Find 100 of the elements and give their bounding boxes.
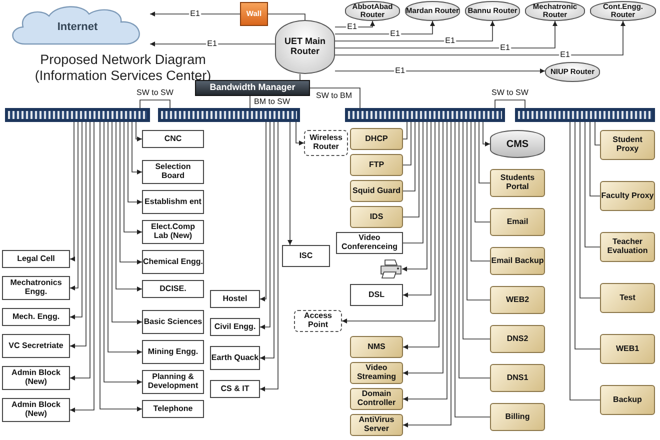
server-box: DNS1 bbox=[490, 364, 545, 392]
arrow bbox=[402, 122, 432, 298]
department-box: Mechatronics Engg. bbox=[2, 276, 70, 300]
department-box: Admin Block (New) bbox=[2, 366, 70, 390]
arrow bbox=[334, 20, 495, 42]
arrow bbox=[342, 122, 436, 324]
department-box: VC Secretriate bbox=[2, 334, 70, 358]
department-box: Telephone bbox=[142, 400, 204, 418]
edge-label: E1 bbox=[499, 44, 511, 52]
arrow bbox=[334, 20, 435, 34]
connector-line bbox=[594, 122, 600, 146]
server-box: DNS2 bbox=[490, 325, 545, 353]
bandwidth-manager-device: Bandwidth Manager bbox=[195, 80, 310, 96]
server-box: Squid Guard bbox=[350, 180, 403, 202]
arrow bbox=[402, 122, 452, 428]
network-switch bbox=[158, 108, 300, 122]
server-box: AntiVirus Server bbox=[350, 414, 403, 436]
arrow bbox=[334, 20, 626, 56]
department-box: Selection Board bbox=[142, 160, 204, 184]
printer-icon bbox=[380, 259, 402, 279]
arrow bbox=[402, 122, 444, 376]
arrow bbox=[402, 122, 440, 350]
arrow bbox=[334, 20, 558, 48]
edge-label: BM to SW bbox=[253, 98, 291, 106]
connector-line bbox=[402, 122, 424, 244]
connector-line bbox=[454, 122, 490, 418]
department-box: Mech. Engg. bbox=[2, 308, 70, 326]
connector-line bbox=[590, 122, 600, 196]
department-box: Earth Quack bbox=[210, 346, 260, 370]
server-box: WEB2 bbox=[490, 286, 545, 314]
arrow bbox=[150, 42, 276, 46]
server-box: Student Proxy bbox=[600, 130, 655, 160]
edge-label: SW to SW bbox=[136, 89, 174, 97]
edge-label: E1 bbox=[559, 51, 571, 59]
connector-line bbox=[474, 122, 490, 222]
arrow bbox=[70, 122, 82, 320]
server-box: Video Streaming bbox=[350, 362, 403, 384]
connector-line bbox=[402, 122, 408, 140]
arrow bbox=[70, 122, 94, 412]
edge-label: E1 bbox=[206, 40, 218, 48]
arrow bbox=[296, 122, 304, 146]
server-box: Email Backup bbox=[490, 247, 545, 275]
arrow bbox=[132, 122, 142, 174]
arrow bbox=[70, 122, 78, 290]
arrow bbox=[260, 122, 274, 360]
arrow bbox=[70, 122, 90, 380]
connector-line bbox=[462, 122, 490, 340]
connector-line bbox=[494, 100, 526, 108]
wireless-device-box: Wireless Router bbox=[304, 130, 348, 156]
department-box: Planning & Development bbox=[142, 370, 204, 394]
connector-line bbox=[402, 122, 420, 218]
arrow bbox=[136, 122, 142, 142]
arrow bbox=[260, 122, 270, 330]
edge-label: E1 bbox=[394, 67, 406, 75]
department-box: ISC bbox=[282, 245, 330, 267]
edge-label: E1 bbox=[189, 10, 201, 18]
department-box: Legal Cell bbox=[2, 250, 70, 268]
arrow bbox=[70, 122, 75, 262]
connector-line bbox=[140, 100, 170, 108]
department-box: Hostel bbox=[210, 290, 260, 308]
wireless-device-box: Access Point bbox=[294, 310, 342, 332]
arrow bbox=[334, 20, 375, 28]
arrow bbox=[120, 122, 142, 264]
arrow bbox=[70, 122, 86, 348]
arrow bbox=[150, 12, 240, 16]
connector-line bbox=[570, 122, 600, 400]
department-box: DSL bbox=[350, 284, 403, 306]
connector-line bbox=[402, 122, 416, 192]
server-box: WEB1 bbox=[600, 334, 655, 364]
connector-line bbox=[584, 122, 600, 248]
connector-line bbox=[458, 122, 490, 378]
department-box: Mining Engg. bbox=[142, 340, 204, 364]
department-box: DCISE. bbox=[142, 280, 204, 298]
router-node: UET Main Router bbox=[275, 20, 335, 74]
connector-line bbox=[478, 122, 490, 184]
arrow bbox=[260, 122, 266, 302]
arrow bbox=[482, 122, 490, 146]
arrow bbox=[128, 122, 142, 204]
server-box: FTP bbox=[350, 154, 403, 176]
arrow bbox=[124, 122, 142, 234]
department-box: Basic Sciences bbox=[142, 310, 204, 334]
server-box: Teacher Evaluation bbox=[600, 232, 655, 262]
department-box: Elect.Comp Lab (New) bbox=[142, 220, 204, 244]
server-box: IDS bbox=[350, 206, 403, 228]
arrow bbox=[402, 122, 428, 272]
edge-label: E1 bbox=[389, 30, 401, 38]
arrow bbox=[402, 122, 448, 402]
server-box: DHCP bbox=[350, 128, 403, 150]
edge-label: SW to BM bbox=[315, 92, 353, 100]
arrow bbox=[334, 68, 546, 74]
connector-line bbox=[268, 14, 306, 20]
department-box: Chemical Engg. bbox=[142, 250, 204, 274]
department-box: Video Conferenceing bbox=[336, 232, 403, 254]
connector-line bbox=[574, 122, 600, 350]
arrow bbox=[288, 122, 292, 246]
arrow bbox=[112, 122, 142, 324]
arrow bbox=[100, 122, 142, 412]
arrow bbox=[116, 122, 142, 292]
database-cylinder: CMS bbox=[490, 130, 545, 158]
server-box: Students Portal bbox=[490, 169, 545, 197]
